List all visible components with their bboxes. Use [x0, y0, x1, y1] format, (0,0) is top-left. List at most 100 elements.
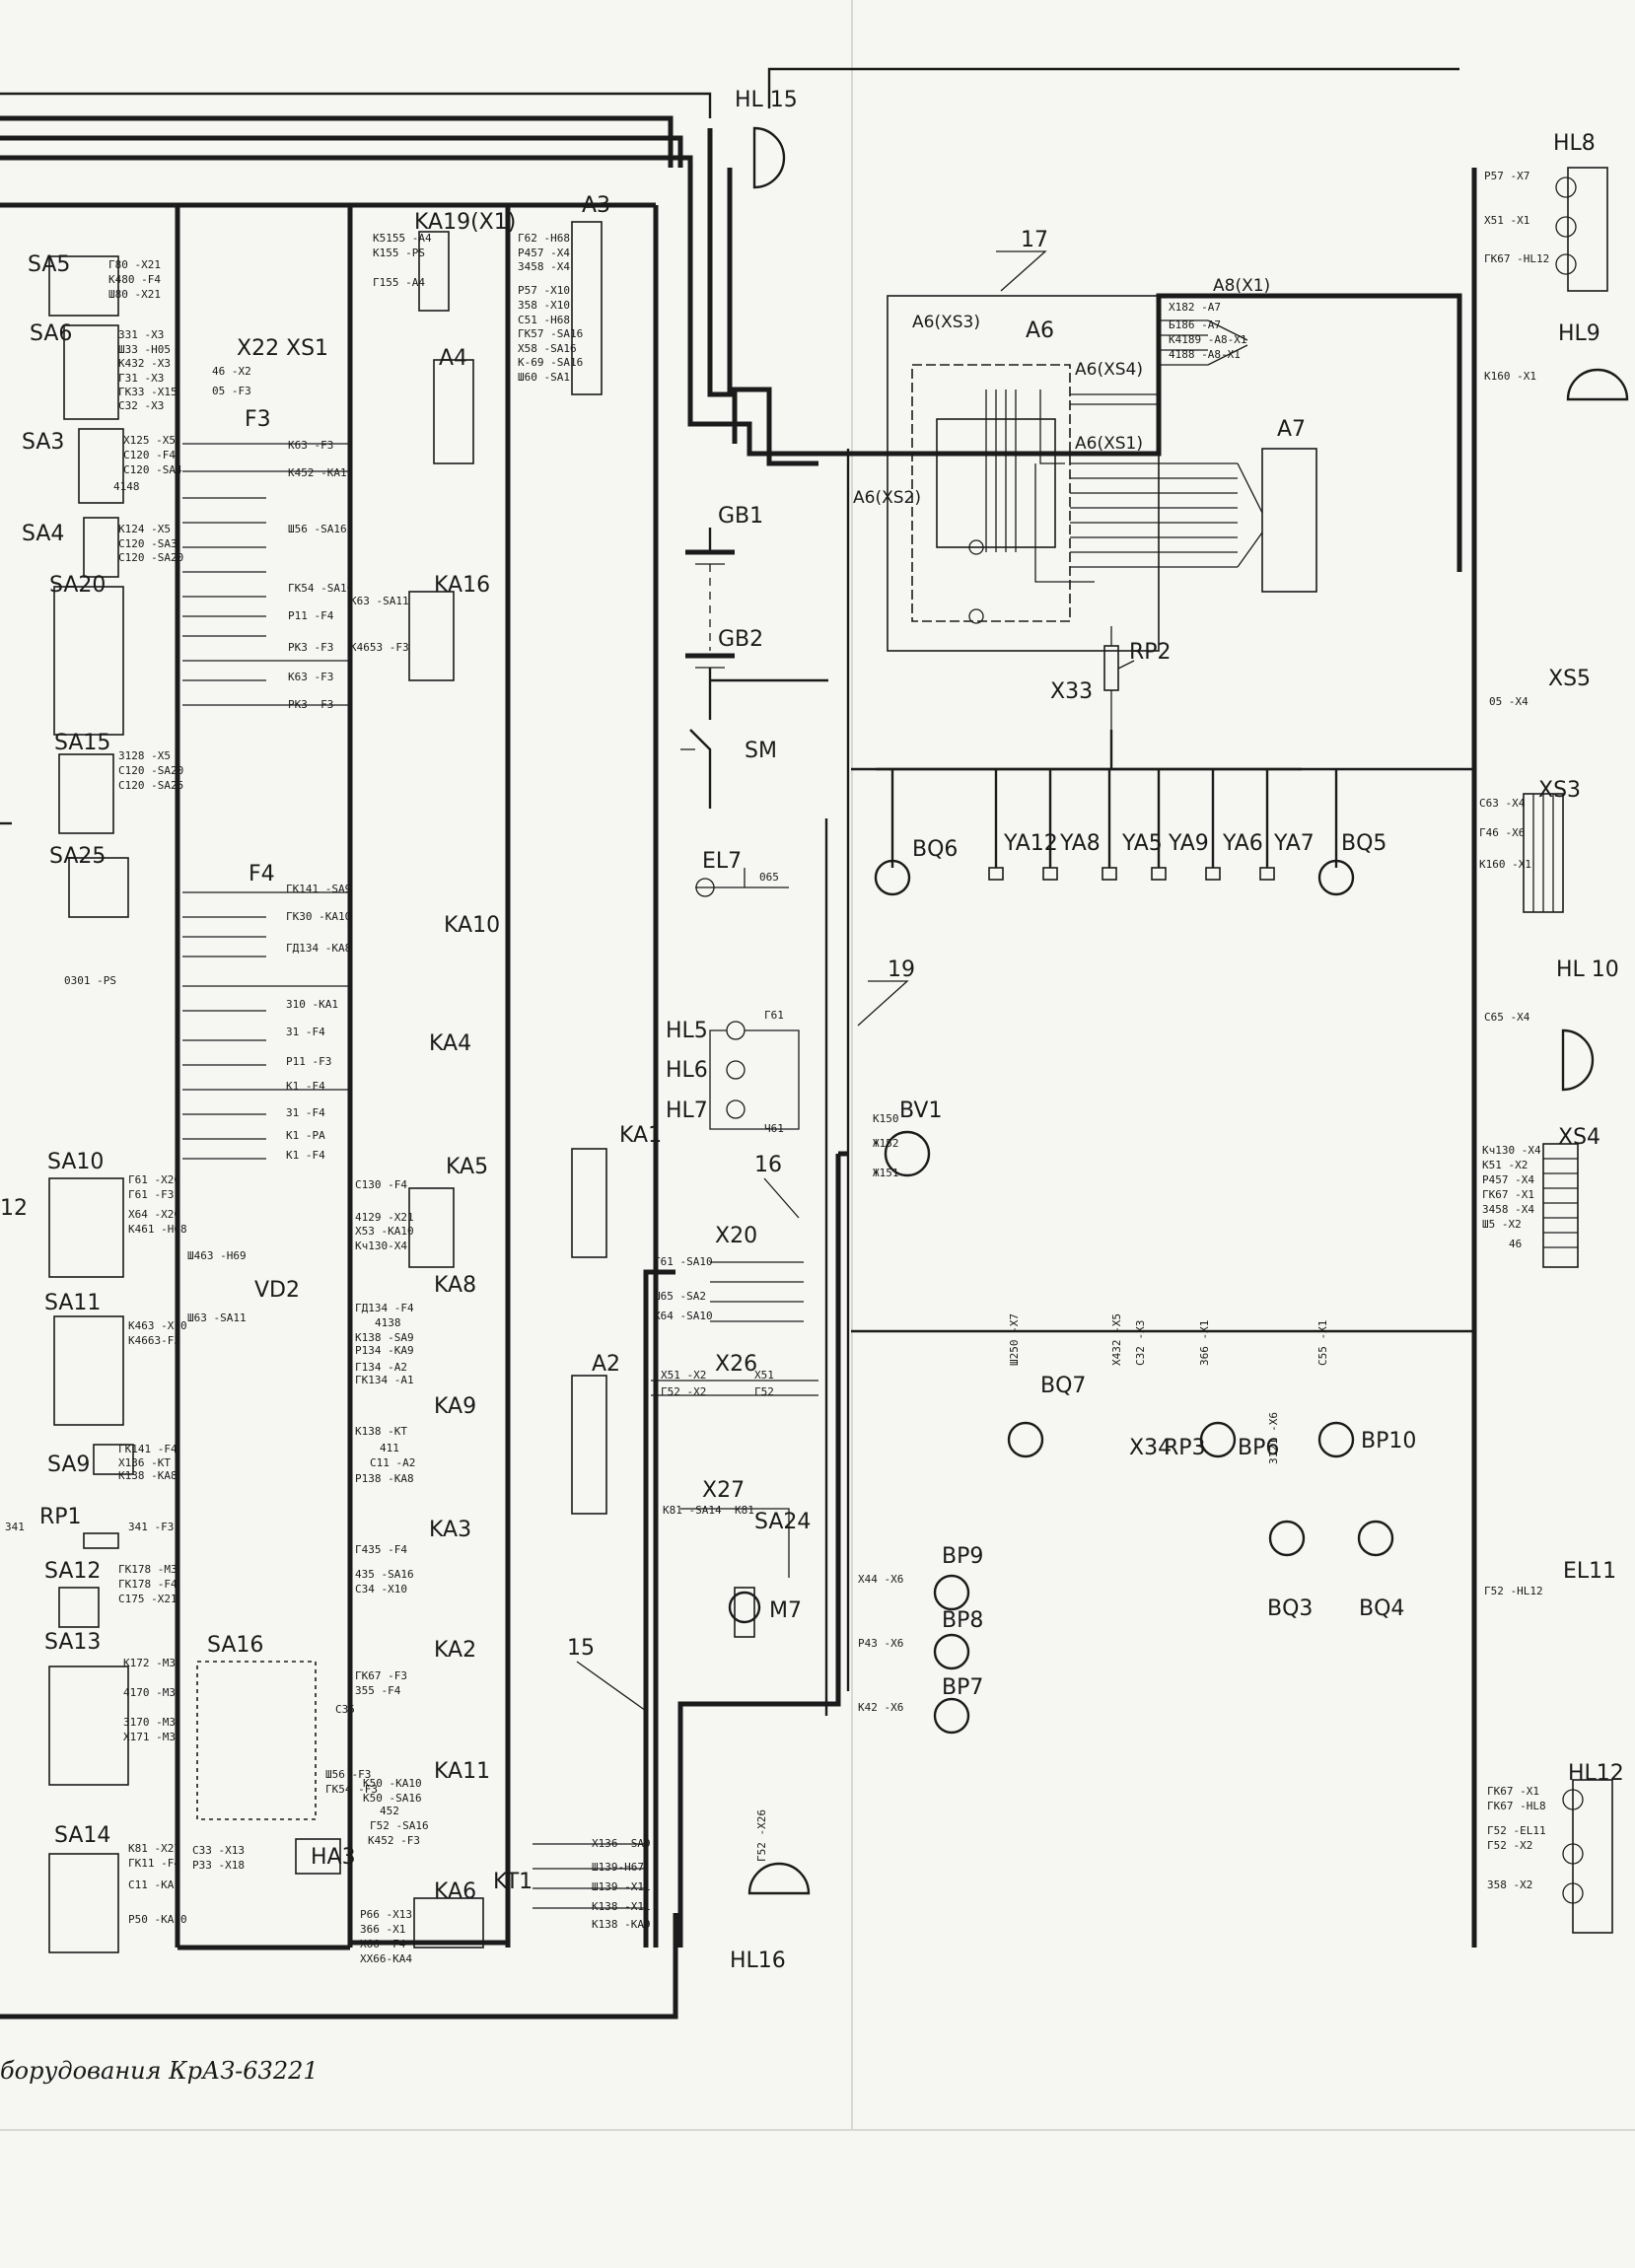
wire-label: Ш60 -SA1: [518, 371, 570, 384]
label-sa6: SA6: [30, 321, 72, 346]
wire-label: К138 -КА8: [118, 1469, 178, 1482]
wire-label: К5155 -А4: [373, 232, 432, 245]
wire-label: К138 -КА9: [592, 1918, 651, 1931]
wire-label: Х136 -SA9: [592, 1837, 651, 1850]
wire-label: К452 -КА11: [288, 466, 353, 479]
label-a2: A2: [592, 1352, 620, 1377]
wire-label: 3128 -Х5: [118, 749, 171, 762]
label-ka1: KA1: [619, 1123, 662, 1148]
wire-label: 366 -Х1: [360, 1923, 405, 1936]
wire-label: Х58 -SA16: [518, 342, 577, 355]
label-ka9: KA9: [434, 1394, 476, 1419]
wire-label: 4188 -А8-Х1: [1169, 348, 1241, 361]
left-switch-blocks: [48, 255, 134, 1953]
label-hl5: HL5: [666, 1019, 708, 1043]
wire-label: Г52: [754, 1385, 774, 1398]
wire-label: 3458 -Х4: [518, 260, 570, 273]
label-sa13: SA13: [44, 1630, 101, 1655]
label-xs3: XS3: [1538, 778, 1581, 803]
xs4-connector: [1542, 1143, 1579, 1268]
wire-label: С33 -Х13: [192, 1844, 245, 1857]
label-ya9: YA9: [1168, 831, 1209, 856]
label-hl16: HL16: [730, 1949, 786, 1973]
label-sa16: SA16: [207, 1633, 263, 1658]
wire-label: 0301 -PS: [64, 974, 116, 987]
wire-label: Р134 -КА9: [355, 1344, 414, 1357]
wire-label: С55 -Х1: [1316, 1320, 1329, 1366]
wire-label: Х51 -Х2: [661, 1369, 706, 1382]
wire-label: С120 -SA25: [118, 779, 183, 792]
wire-label: С130 -F4: [355, 1178, 407, 1191]
wire-label: ГД134 -F4: [355, 1302, 414, 1314]
label-ya12: YA12: [1003, 831, 1058, 856]
label-x34: X34: [1129, 1436, 1172, 1460]
label-a6-xs1: A6(XS1): [1075, 434, 1143, 454]
battery-column: [680, 528, 828, 809]
wire-label: 31 -F4: [286, 1106, 325, 1119]
wire-label: 341: [5, 1521, 25, 1533]
wire-label: Г52 -EL11: [1487, 1824, 1546, 1837]
label-a8-x1: A8(X1): [1213, 276, 1270, 296]
wire-label: Ж152: [873, 1137, 899, 1150]
wire-label: Г61 -F3: [128, 1188, 174, 1201]
wire-label: Р33 -Х18: [192, 1859, 245, 1872]
wire-label: К-69 -SA16: [518, 356, 583, 369]
wire-label: Х44 -Х6: [858, 1573, 903, 1586]
wire-label: К150: [873, 1112, 899, 1125]
wire-label: К50 -SA16: [363, 1792, 422, 1805]
label-ka19: KA19(X1): [414, 210, 516, 235]
wire-label: Р66 -Х13: [360, 1908, 412, 1921]
wire-label: К124 -Х5: [118, 523, 171, 535]
label-hl10: HL 10: [1556, 957, 1619, 982]
xs3-connector: [1523, 793, 1564, 913]
wire-label: С120 -SA20: [118, 551, 183, 564]
wire-label: К172 -М3: [123, 1657, 176, 1669]
callout-17: 17: [1021, 228, 1048, 252]
wire-label: К81: [735, 1504, 754, 1517]
wire-label: К480 -F4: [108, 273, 161, 286]
wire-label: С34 -Х10: [355, 1583, 407, 1595]
wire-label: Ш65 -SA2: [654, 1290, 706, 1303]
wire-label: ГК67 -Х1: [1482, 1188, 1534, 1201]
wire-label: 358 -Х10: [518, 299, 570, 312]
label-ka8: KA8: [434, 1273, 476, 1298]
label-ka16: KA16: [434, 573, 490, 598]
wire-label: 065: [759, 871, 779, 884]
wire-label: С63 -Х4: [1479, 797, 1526, 810]
label-sa24: SA24: [754, 1510, 811, 1534]
wire-label: Р457 -Х4: [518, 247, 570, 259]
label-bq4: BQ4: [1359, 1596, 1404, 1621]
relay-blocks: [196, 221, 607, 1949]
wire-label: К1 -PA: [286, 1129, 325, 1142]
wire-label: 452: [380, 1805, 399, 1817]
label-bq5: BQ5: [1341, 831, 1386, 856]
wire-label: Ш33 -Н05: [118, 343, 171, 356]
wire-label: ГК141 -SA9: [286, 883, 351, 895]
wire-label: 435 -SA16: [355, 1568, 414, 1581]
wire-label: 355 -F4: [355, 1684, 401, 1697]
wire-label: К63 -F3: [288, 671, 333, 683]
label-xs4: XS4: [1558, 1125, 1600, 1150]
wire-label: 366 -Х1: [1198, 1320, 1211, 1366]
wire-label: С65 -Х4: [1484, 1011, 1530, 1024]
wire-label: С32 -Х3: [118, 399, 164, 412]
label-bq6: BQ6: [912, 837, 958, 862]
wire-label: ГК141 -F4: [118, 1443, 178, 1455]
wire-label: К50 -КА10: [363, 1777, 422, 1790]
label-a6-xs4: A6(XS4): [1075, 360, 1143, 380]
label-xs5: XS5: [1548, 667, 1591, 691]
wire-label: К4663-F3: [128, 1334, 180, 1347]
label-sa4: SA4: [22, 522, 64, 546]
wire-label: Х136 -КТ: [118, 1456, 171, 1469]
rp2-group: [1103, 626, 1135, 769]
label-hl9: HL9: [1558, 321, 1600, 346]
wire-label: К4653 -F3: [350, 641, 409, 654]
wire-label: ХХ66-КА4: [360, 1952, 412, 1965]
hl10-lamp: [1561, 1028, 1595, 1092]
label-ka6: KA6: [434, 1879, 476, 1904]
sensor-gauges: [728, 859, 1394, 1735]
wire-label: Г61 -Х20: [128, 1173, 180, 1186]
wire-label: Х171 -М3: [123, 1731, 176, 1743]
hl9-lamp: [1566, 368, 1629, 401]
wire-label: С120 -SA4: [123, 463, 182, 476]
